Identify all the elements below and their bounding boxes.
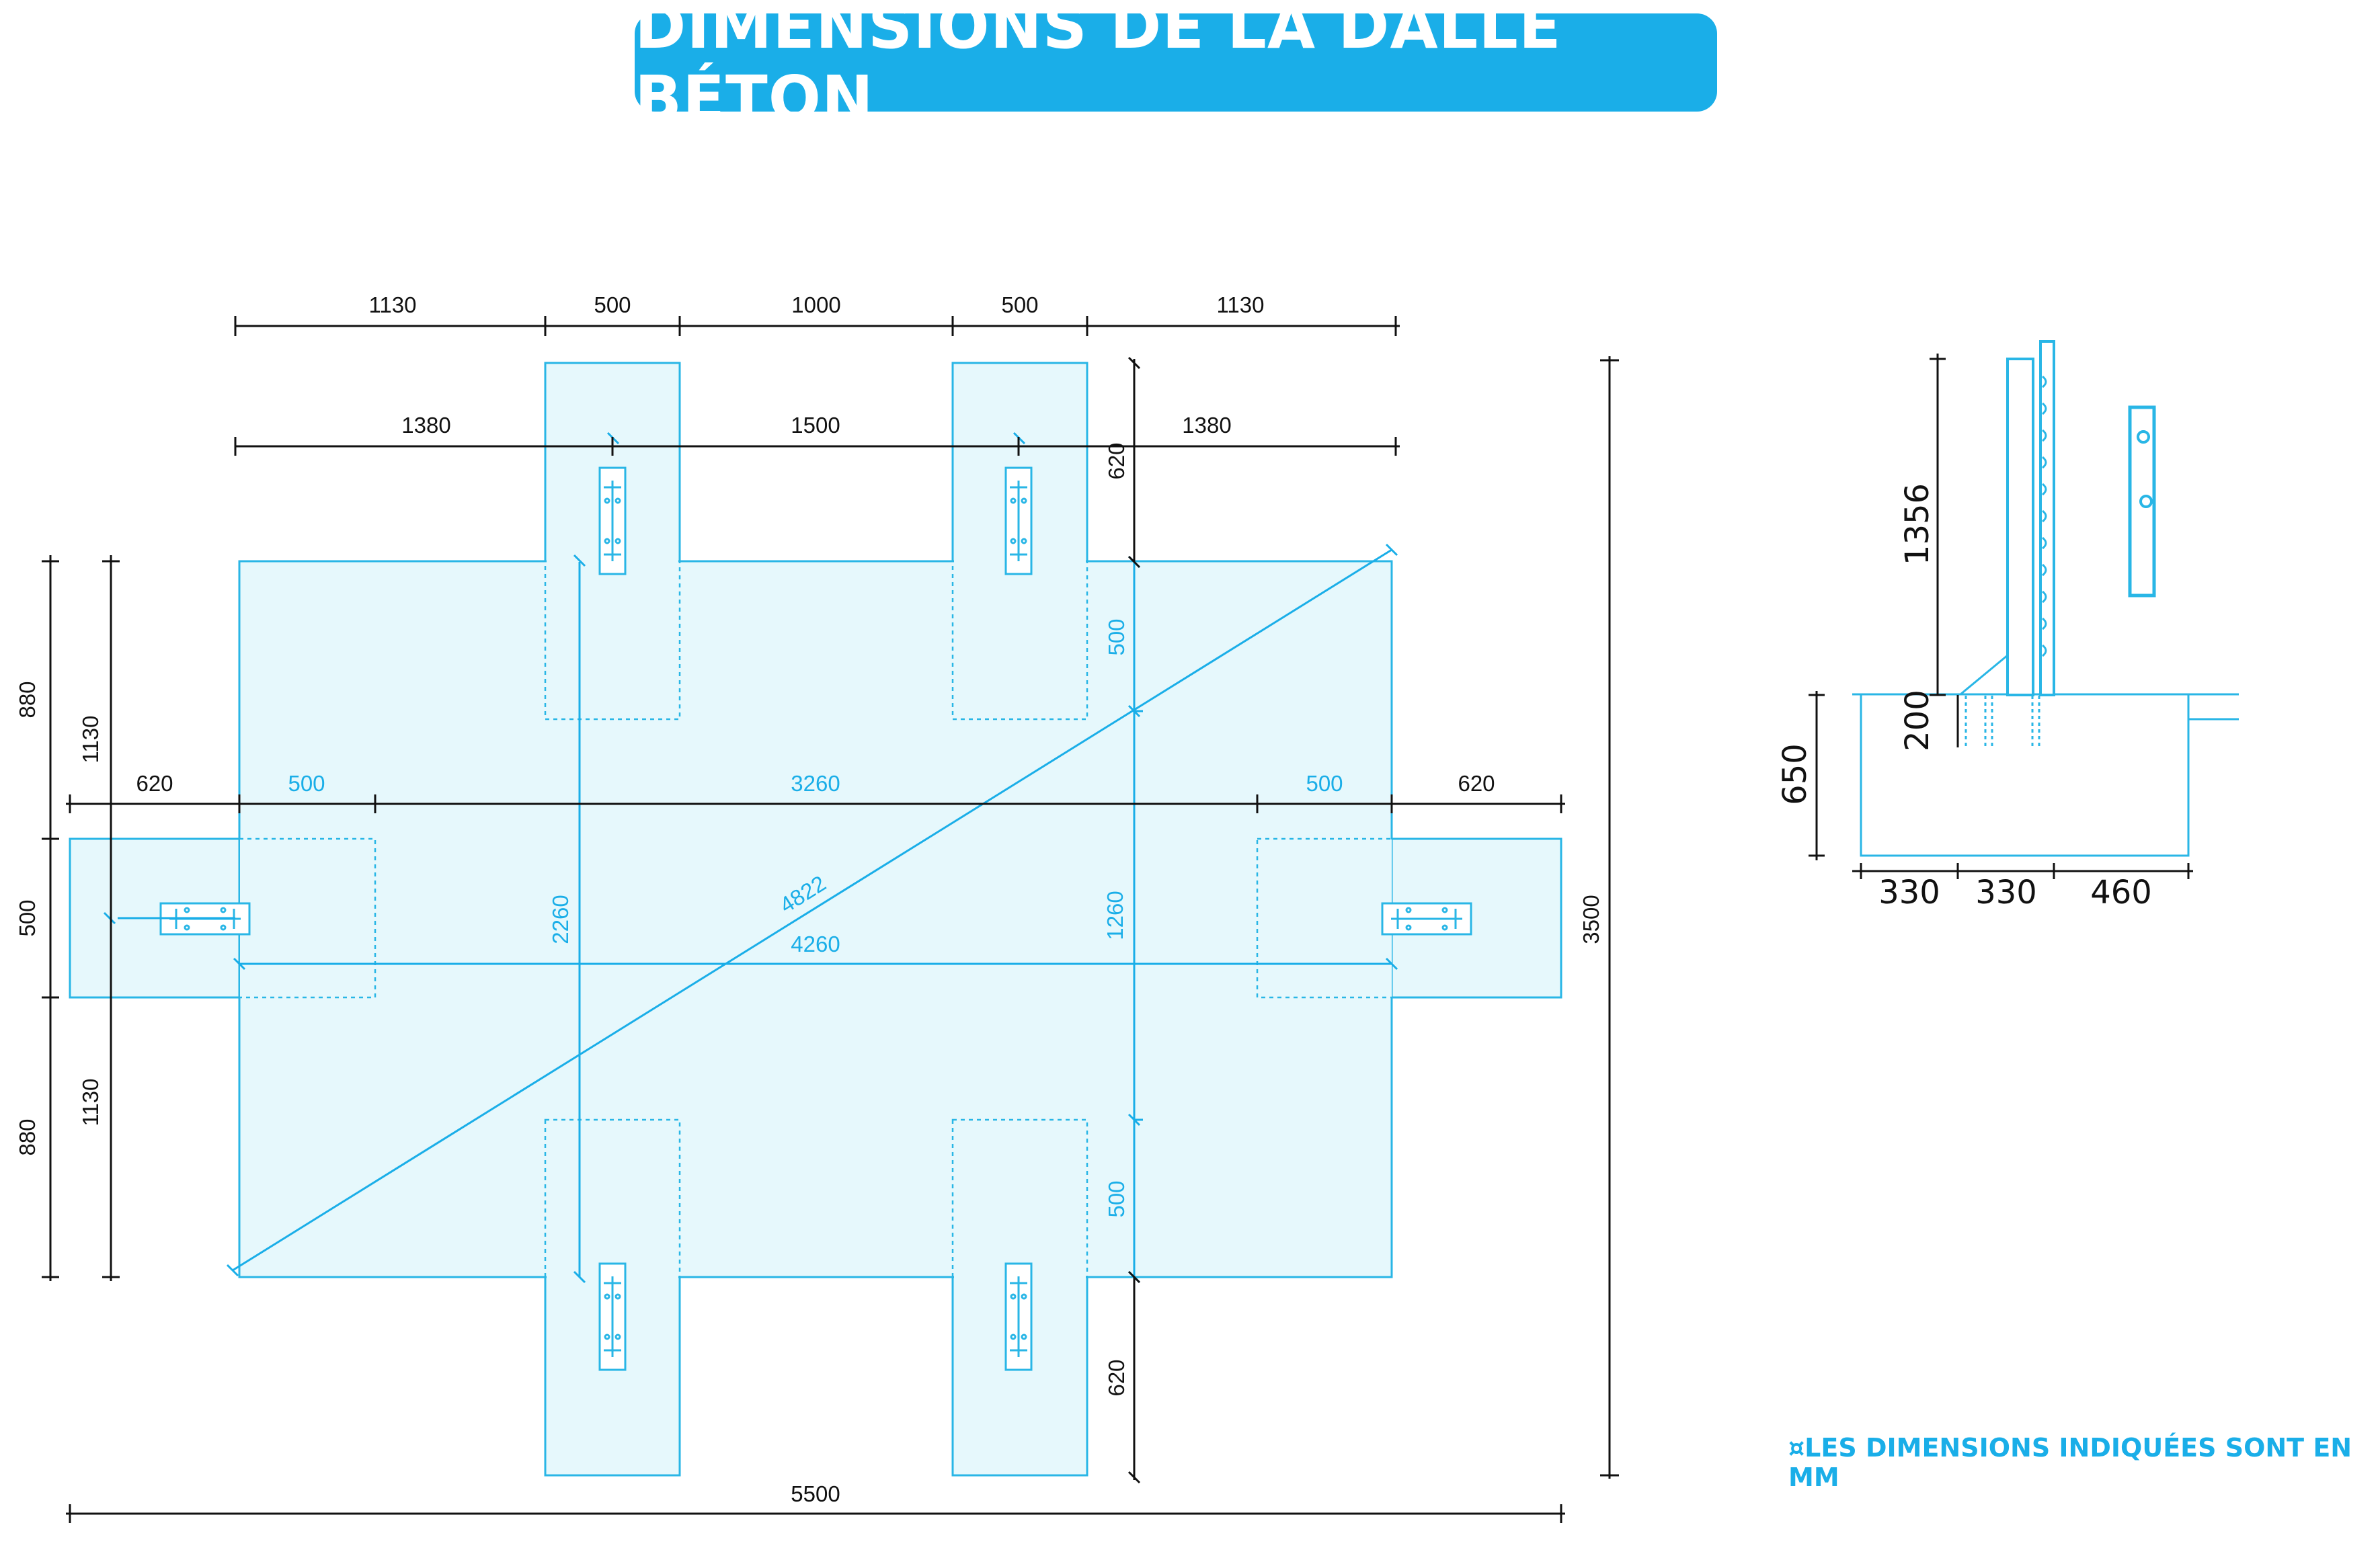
post-plate-bottom-right — [1004, 1262, 1033, 1371]
section-slab — [1860, 693, 2190, 857]
dim-mid-620-left: 620 — [136, 771, 173, 796]
dim-top-500-left: 500 — [594, 292, 631, 317]
post-plate-bottom-left — [598, 1262, 627, 1371]
dim-inner-4260: 4260 — [791, 932, 840, 956]
dim-mid-3260: 3260 — [791, 771, 840, 796]
dim-right-620-top: 620 — [1104, 442, 1129, 479]
dim-mid-500-left: 500 — [288, 771, 325, 796]
dim-right-500-top: 500 — [1104, 618, 1129, 655]
dim-top-1130-right: 1130 — [1217, 292, 1265, 317]
dim-left-500: 500 — [15, 899, 40, 936]
dim-section-460: 460 — [2090, 874, 2152, 911]
plan-view: 1130 500 1000 500 1130 1380 1500 1380 62… — [15, 292, 1619, 1523]
dim-right-500-bottom: 500 — [1104, 1180, 1129, 1217]
section-post-left — [2006, 358, 2034, 696]
dim-mid-620-right: 620 — [1458, 771, 1495, 796]
title-banner: DIMENSIONS DE LA DALLE BÉTON — [635, 0, 1717, 134]
dim-section-330-right: 330 — [1975, 874, 2037, 911]
dim-section-1356: 1356 — [1899, 483, 1936, 565]
dim-total-3500: 3500 — [1579, 895, 1603, 944]
dim-mid-500-right: 500 — [1306, 771, 1343, 796]
section-post-right — [2039, 340, 2055, 696]
slab-main — [238, 560, 1393, 1278]
dim-top-1130-left: 1130 — [369, 292, 417, 317]
page-title: DIMENSIONS DE LA DALLE BÉTON — [635, 0, 1562, 134]
dim-top-500-right: 500 — [1001, 292, 1038, 317]
dim-left-1130-bottom: 1130 — [78, 1079, 103, 1126]
dim-left-880-bottom: 880 — [15, 1118, 40, 1155]
section-view: 1356 200 650 330 330 460 — [1776, 340, 2239, 911]
dim-section-650: 650 — [1776, 743, 1814, 805]
diagonal-line — [232, 548, 1392, 1272]
dim-top2-1380-right: 1380 — [1182, 413, 1231, 438]
post-plate-right — [1381, 902, 1472, 936]
dim-total-5500: 5500 — [791, 1481, 840, 1506]
dim-section-330-left: 330 — [1878, 874, 1940, 911]
dim-top2-1500: 1500 — [791, 413, 840, 438]
dim-center-1260: 1260 — [1103, 891, 1127, 940]
dim-right-620-bottom: 620 — [1104, 1359, 1129, 1396]
post-plate-top-left — [598, 466, 627, 575]
units-note: ¤LES DIMENSIONS INDIQUÉES SONT EN MM — [1788, 1433, 2352, 1492]
dim-inner-2260: 2260 — [548, 895, 573, 944]
dim-left-1130-top: 1130 — [78, 716, 103, 764]
dim-left-880-top: 880 — [15, 681, 40, 718]
dim-top2-1380-left: 1380 — [401, 413, 450, 438]
post-plate-top-right — [1004, 466, 1033, 575]
dim-section-200: 200 — [1899, 690, 1936, 751]
dim-top-1000: 1000 — [791, 292, 840, 317]
